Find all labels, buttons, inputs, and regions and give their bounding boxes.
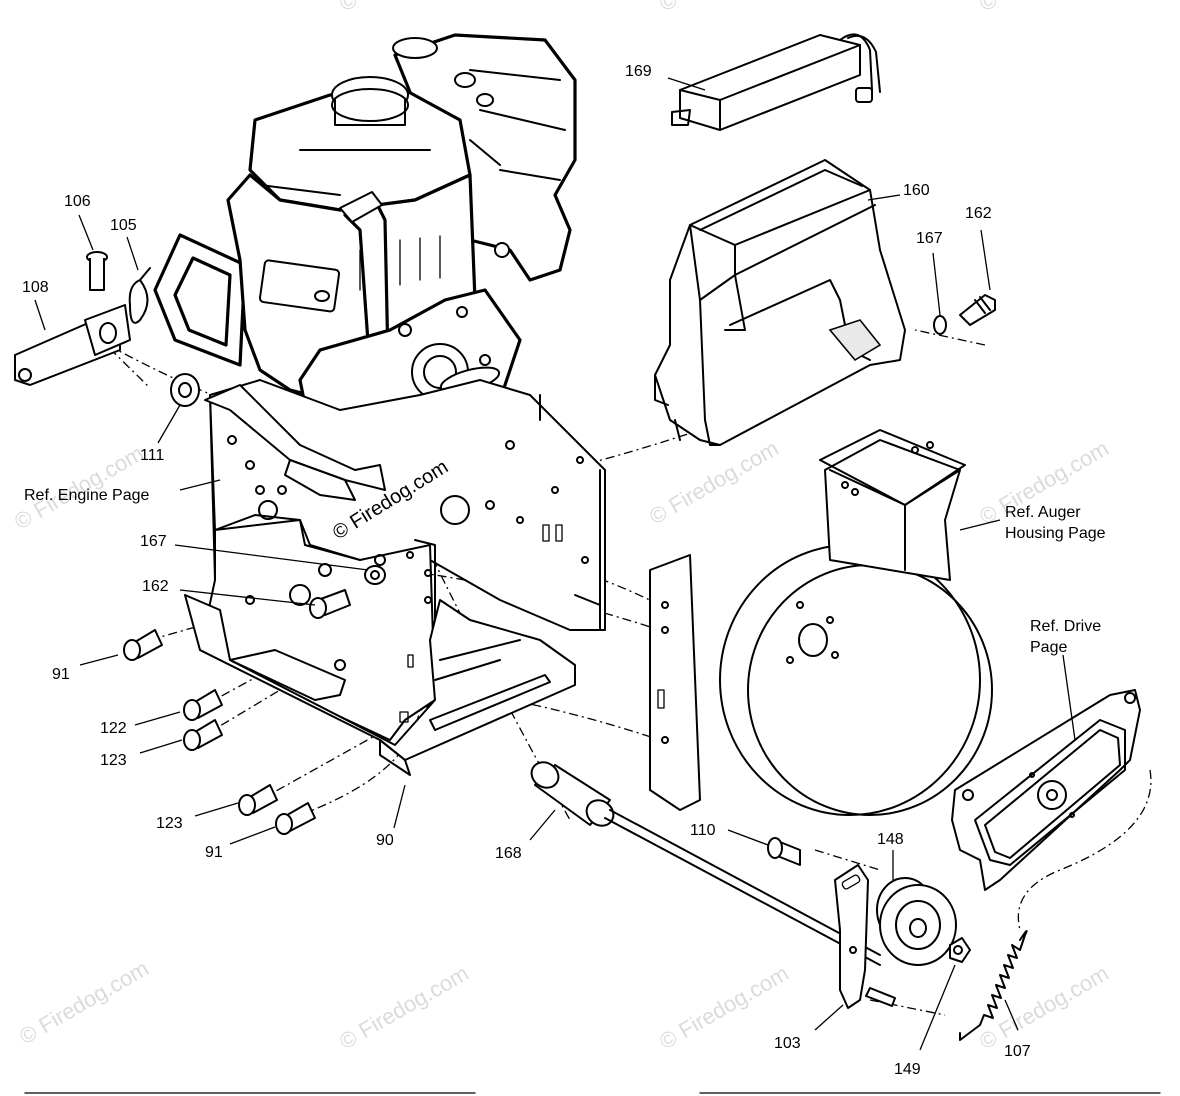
label-168: 168	[495, 845, 522, 862]
ref-auger-line2: Housing Page	[1005, 525, 1106, 542]
watermark: © Firedog.com	[655, 960, 793, 1054]
left-pin-parts	[14, 251, 200, 407]
label-111: 111	[140, 447, 164, 464]
label-91: 91	[52, 666, 70, 683]
label-107: 107	[1004, 1043, 1031, 1060]
left-fasteners	[123, 565, 386, 835]
part-labels: 169 160 162 167 106 105 108 111 Ref. Eng…	[22, 63, 1106, 1078]
label-123: 123	[156, 815, 183, 832]
label-103: 103	[774, 1035, 801, 1052]
label-162: 162	[965, 205, 992, 222]
label-91: 91	[205, 844, 223, 861]
idler-assembly	[530, 761, 1028, 1041]
ref-auger-line1: Ref. Auger	[1005, 504, 1081, 521]
label-167: 167	[916, 230, 943, 247]
label-149: 149	[894, 1061, 921, 1078]
part-167-162-right	[933, 294, 996, 335]
watermark: © Firedog.com	[975, 0, 1113, 16]
ref-engine-page: Ref. Engine Page	[24, 487, 150, 504]
engine-assembly	[153, 33, 577, 457]
label-160: 160	[903, 182, 930, 199]
watermark: © Firedog.com	[335, 960, 473, 1054]
ref-drive-line1: Ref. Drive	[1030, 618, 1101, 635]
frame-base-pan	[184, 594, 576, 761]
label-106: 106	[64, 193, 91, 210]
drive-plate-ref	[951, 689, 1141, 891]
watermark: © Firedog.com	[15, 955, 153, 1049]
label-108: 108	[22, 279, 49, 296]
frame-part-90	[184, 379, 606, 776]
watermark: © Firedog.com	[335, 0, 473, 16]
leader-lines	[34, 77, 1076, 1051]
label-162: 162	[142, 578, 169, 595]
oil-cap	[392, 37, 438, 59]
label-90: 90	[376, 832, 394, 849]
ref-drive-line2: Page	[1030, 639, 1067, 656]
label-110: 110	[690, 822, 716, 839]
label-105: 105	[110, 217, 137, 234]
label-123: 123	[100, 752, 127, 769]
label-148: 148	[877, 831, 904, 848]
auger-housing-ref	[649, 429, 993, 816]
label-167: 167	[140, 533, 167, 550]
label-169: 169	[625, 63, 652, 80]
part-160-chute-housing	[654, 159, 906, 446]
watermark: © Firedog.com	[655, 0, 793, 16]
label-122: 122	[100, 720, 127, 737]
watermark: © Firedog.com	[645, 435, 783, 529]
part-169-cover	[671, 33, 881, 131]
